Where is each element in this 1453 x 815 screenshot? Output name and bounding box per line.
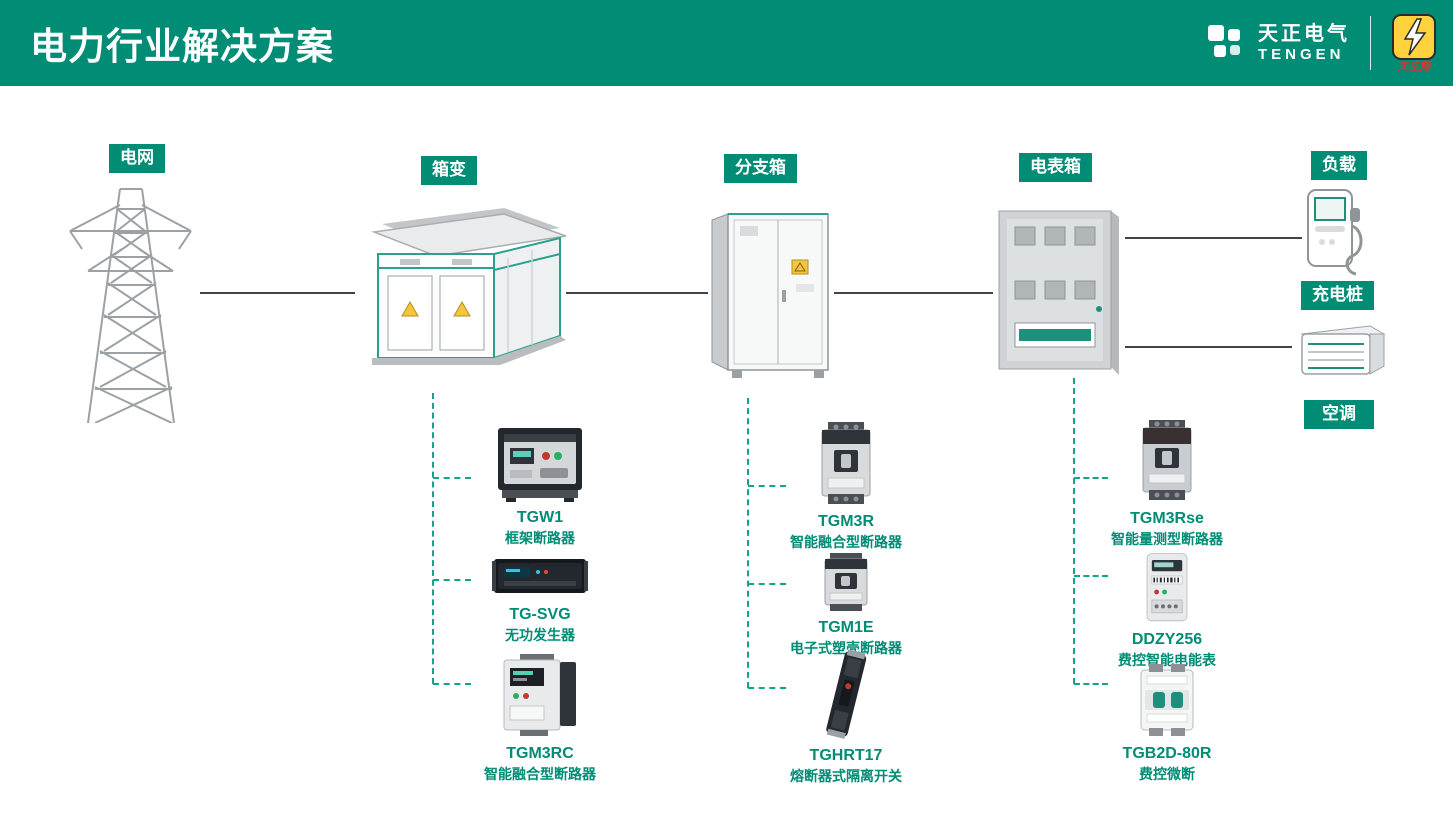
connector-grid-to-transformer bbox=[200, 292, 355, 294]
node-label-air-conditioner: 空调 bbox=[1304, 400, 1374, 429]
molded-case-breaker-icon bbox=[824, 553, 868, 611]
energy-meter-icon bbox=[1146, 553, 1188, 622]
dashed-connector bbox=[748, 687, 786, 689]
product-card-ddzy256: DDZY256 费控智能电能表 bbox=[1092, 552, 1242, 669]
product-model: DDZY256 bbox=[1131, 631, 1203, 648]
dashed-connector bbox=[748, 485, 786, 487]
product-card-tgb2d-80r: TGB2D-80R 费控微断 bbox=[1092, 662, 1242, 783]
node-label-meter-box: 电表箱 bbox=[1019, 153, 1092, 182]
brand-name-cn: 天正电气 bbox=[1258, 22, 1350, 45]
node-label-branch-box: 分支箱 bbox=[724, 154, 797, 183]
product-card-tgm3rse: TGM3Rse 智能量测型断路器 bbox=[1092, 418, 1242, 548]
distribution-cabinet-icon bbox=[711, 213, 829, 378]
smart-breaker-module-icon bbox=[503, 654, 576, 736]
product-card-tg-svg: TG-SVG 无功发生器 bbox=[465, 553, 615, 644]
ev-charger-icon bbox=[1307, 189, 1363, 276]
molded-case-breaker-icon bbox=[1142, 420, 1192, 500]
product-card-tgm3rc: TGM3RC 智能融合型断路器 bbox=[465, 652, 615, 783]
tengen-logo-icon bbox=[1208, 25, 1240, 57]
fuse-switch-icon bbox=[826, 650, 867, 739]
brand-text: 天正电气 TENGEN bbox=[1258, 23, 1350, 63]
product-card-tgm3r: TGM3R 智能融合型断路器 bbox=[771, 420, 921, 551]
dashed-connector bbox=[433, 477, 471, 479]
connector-meter-to-charger bbox=[1125, 237, 1302, 239]
connector-meter-to-ac bbox=[1125, 346, 1292, 348]
connector-transformer-to-branch bbox=[566, 292, 708, 294]
dashed-connector bbox=[1074, 477, 1108, 479]
product-model: TGM3R bbox=[818, 513, 874, 530]
product-desc: 电子式塑壳断路器 bbox=[790, 640, 902, 657]
product-model: TGW1 bbox=[516, 509, 564, 526]
node-label-charger: 充电桩 bbox=[1301, 281, 1374, 310]
connector-branch-to-meter bbox=[834, 292, 993, 294]
node-label-transformer: 箱变 bbox=[421, 156, 477, 185]
product-card-tghrt17: TGHRT17 熔断器式隔离开关 bbox=[771, 650, 921, 785]
dashed-connector bbox=[1073, 378, 1075, 684]
mascot-name: 天正熊 bbox=[1397, 61, 1431, 73]
miniature-breaker-icon bbox=[1140, 664, 1194, 736]
product-card-tgm1e: TGM1E 电子式塑壳断路器 bbox=[771, 552, 921, 657]
product-model: TGB2D-80R bbox=[1122, 745, 1212, 762]
box-transformer-icon bbox=[371, 208, 567, 365]
product-model: TG-SVG bbox=[509, 606, 571, 623]
air-circuit-breaker-icon bbox=[498, 428, 582, 502]
product-desc: 无功发生器 bbox=[505, 627, 575, 644]
product-desc: 熔断器式隔离开关 bbox=[790, 768, 902, 785]
product-model: TGM1E bbox=[818, 619, 874, 636]
header-bar: 电力行业解决方案 天正电气 TENGEN 天正熊 bbox=[0, 0, 1453, 86]
mascot-lightning-icon bbox=[1392, 14, 1436, 60]
dashed-connector bbox=[1074, 683, 1108, 685]
dashed-connector bbox=[747, 398, 749, 688]
molded-case-breaker-icon bbox=[821, 422, 871, 504]
product-card-tgw1: TGW1 框架断路器 bbox=[465, 422, 615, 547]
dashed-connector bbox=[1074, 575, 1108, 577]
transmission-tower-icon bbox=[69, 188, 192, 423]
product-desc: 费控智能电能表 bbox=[1118, 652, 1216, 669]
product-desc: 智能融合型断路器 bbox=[790, 534, 902, 551]
meter-panel-icon bbox=[998, 210, 1119, 375]
svg-rack-unit-icon bbox=[492, 559, 588, 593]
page-title: 电力行业解决方案 bbox=[30, 26, 334, 67]
product-desc: 智能量测型断路器 bbox=[1111, 531, 1223, 548]
header-divider bbox=[1370, 16, 1371, 70]
mascot-badge: 天正熊 bbox=[1391, 13, 1437, 73]
air-conditioner-icon bbox=[1300, 325, 1386, 375]
product-model: TGM3Rse bbox=[1130, 510, 1204, 527]
brand-name-en: TENGEN bbox=[1258, 45, 1345, 63]
product-model: TGM3RC bbox=[506, 745, 574, 762]
node-label-load: 负载 bbox=[1311, 151, 1367, 180]
product-model: TGHRT17 bbox=[809, 747, 883, 764]
dashed-connector bbox=[748, 583, 786, 585]
dashed-connector bbox=[432, 393, 434, 684]
product-desc: 智能融合型断路器 bbox=[484, 766, 596, 783]
dashed-connector bbox=[433, 579, 471, 581]
product-desc: 框架断路器 bbox=[505, 530, 575, 547]
product-desc: 费控微断 bbox=[1139, 766, 1195, 783]
dashed-connector bbox=[433, 683, 471, 685]
node-label-grid: 电网 bbox=[109, 144, 165, 173]
brand-area: 天正电气 TENGEN 天正熊 bbox=[1206, 13, 1437, 73]
